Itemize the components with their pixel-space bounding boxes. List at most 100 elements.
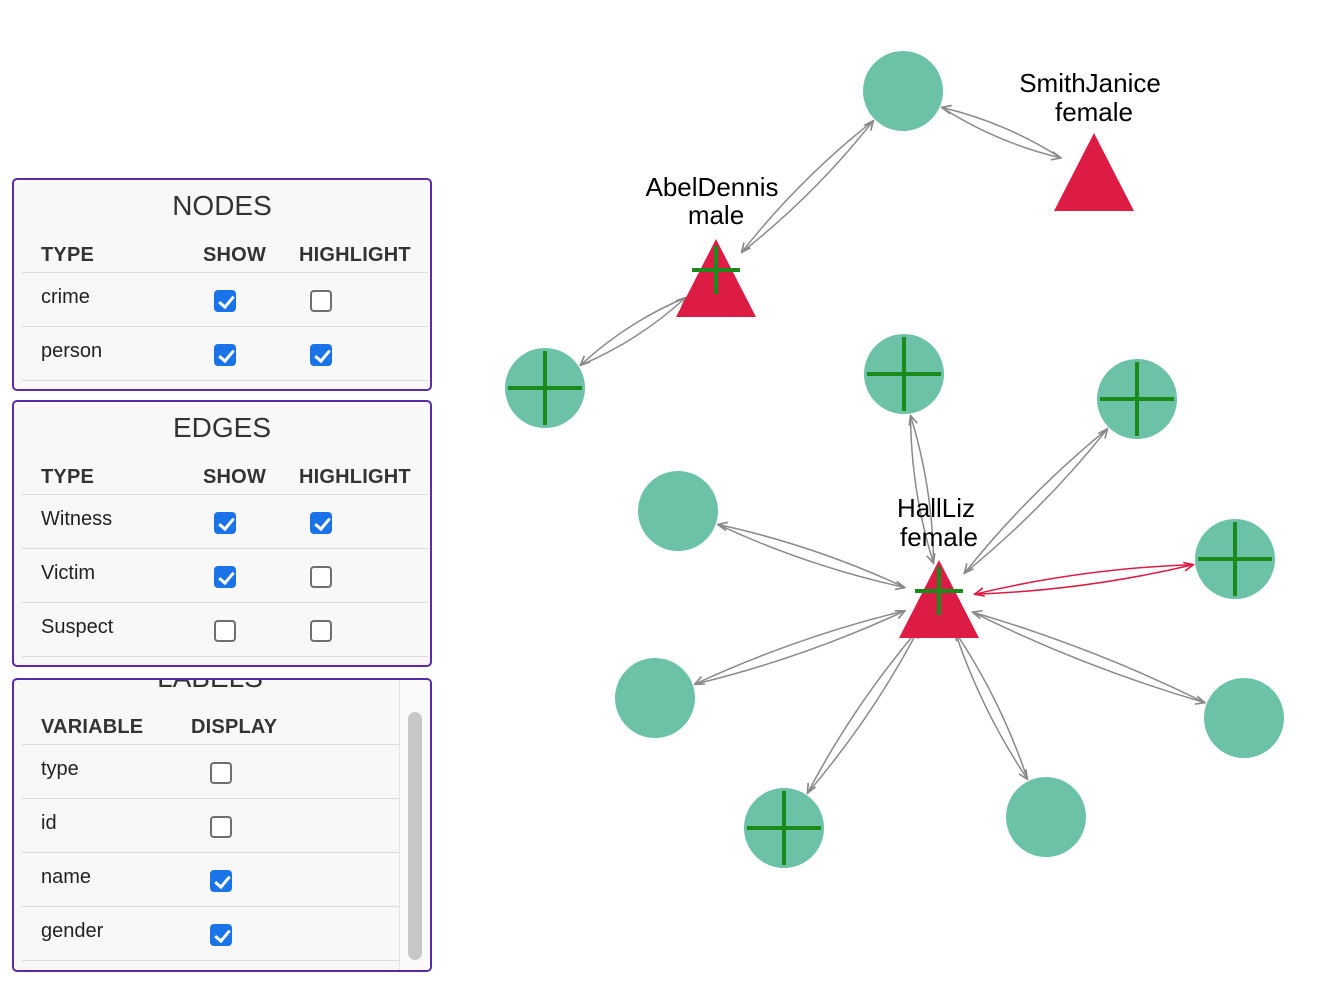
crime-node[interactable] [1097,359,1177,439]
label-variable-name: type [41,758,79,780]
display-checkbox-name[interactable] [210,870,232,892]
crime-node[interactable] [1195,519,1275,599]
show-checkbox-victim[interactable] [214,566,236,588]
crime-node[interactable] [864,334,944,414]
edge[interactable] [717,523,905,587]
highlight-checkbox-victim[interactable] [310,566,332,588]
labels-scrollbar-thumb[interactable] [408,712,422,960]
nodes-table: TYPE SHOW HIGHLIGHT crime person [22,232,428,381]
edge[interactable] [909,415,934,564]
edge[interactable] [964,428,1108,574]
edge[interactable] [580,296,686,366]
label-variable-name: id [41,812,57,834]
label-row-gender: gender [22,907,400,961]
edges-table-header: TYPE SHOW HIGHLIGHT [22,454,428,495]
crime-node[interactable] [1006,777,1086,857]
edge[interactable] [694,611,905,685]
col-display-header: DISPLAY [191,716,278,738]
edge[interactable] [963,429,1107,574]
edge[interactable] [695,610,906,684]
col-variable-header: VARIABLE [41,716,144,738]
edge[interactable] [742,120,874,253]
edges-table: TYPE SHOW HIGHLIGHT Witness Victim Suspe… [22,454,428,657]
person-node[interactable] [676,239,756,317]
crime-node[interactable] [744,788,824,868]
label-row-name: name [22,853,400,907]
label-row-id: id [22,799,400,853]
col-show-header: SHOW [203,244,267,266]
highlight-checkbox-witness[interactable] [310,512,332,534]
highlight-plus-icon [508,351,582,425]
display-checkbox-gender[interactable] [210,924,232,946]
show-checkbox-suspect[interactable] [214,620,236,642]
display-checkbox-type[interactable] [210,762,232,784]
crime-node[interactable] [505,348,585,428]
label-row-type: type [22,745,400,799]
col-type-header: TYPE [41,466,95,488]
edge-highlighted[interactable] [974,565,1194,595]
highlight-plus-icon [1198,522,1272,596]
edge[interactable] [941,106,1061,157]
col-type-header: TYPE [41,244,95,266]
labels-table: VARIABLE DISPLAY type id name gender [22,704,400,961]
nodes-layer [505,51,1284,868]
highlight-plus-icon [867,337,941,411]
edge[interactable] [806,629,919,794]
show-checkbox-person[interactable] [214,344,236,366]
show-checkbox-witness[interactable] [214,512,236,534]
edge-type-label: Victim [41,562,96,584]
edge-type-label: Witness [41,508,113,530]
node-type-label: crime [41,286,90,308]
highlight-checkbox-suspect[interactable] [310,620,332,642]
highlight-checkbox-crime[interactable] [310,290,332,312]
edge[interactable] [955,631,1029,780]
crime-node[interactable] [615,658,695,738]
label-variable-name: gender [41,920,104,942]
col-show-header: SHOW [203,466,267,488]
labels-panel[interactable]: LABELS VARIABLE DISPLAY type id name gen… [12,678,432,972]
edges-panel-title: EDGES [172,412,272,443]
crime-node[interactable] [863,51,943,131]
node-type-label: person [41,340,103,362]
edges-panel: EDGES TYPE SHOW HIGHLIGHT Witness Victim… [12,400,432,667]
edge[interactable] [741,121,874,254]
edge[interactable] [954,631,1028,779]
nodes-panel: NODES TYPE SHOW HIGHLIGHT crime person [12,178,432,391]
labels-scroll-track[interactable] [399,680,430,970]
edge-type-row-victim: Victim [22,549,428,603]
show-checkbox-crime[interactable] [214,290,236,312]
edge[interactable] [972,611,1205,703]
crime-node[interactable] [1204,678,1284,758]
edge[interactable] [973,612,1206,704]
node-label-gender: female [900,522,978,552]
edge[interactable] [911,416,935,564]
highlight-plus-icon [1100,362,1174,436]
label-variable-name: name [41,866,92,888]
highlight-plus-icon [692,246,740,294]
highlight-checkbox-person[interactable] [310,344,332,366]
node-label-name: AbelDennis [646,172,779,202]
person-node[interactable] [1054,133,1134,211]
highlight-plus-icon [747,791,821,865]
edge-type-label: Suspect [41,616,114,638]
node-label-gender: female [1055,97,1133,127]
edge[interactable] [808,628,920,793]
edge[interactable] [718,524,906,589]
edge-highlighted[interactable] [975,563,1194,595]
crime-node[interactable] [638,471,718,551]
edge[interactable] [942,107,1062,159]
node-label-gender: male [688,200,744,230]
node-type-row-crime: crime [22,273,428,327]
edge[interactable] [580,298,685,366]
edges-layer [580,107,1205,793]
nodes-table-header: TYPE SHOW HIGHLIGHT [22,232,428,273]
node-label-name: HallLiz [897,493,975,523]
person-node[interactable] [899,560,979,638]
edge-type-row-witness: Witness [22,495,428,549]
col-highlight-header: HIGHLIGHT [299,244,411,266]
display-checkbox-id[interactable] [210,816,232,838]
node-type-row-person: person [22,327,428,381]
labels-panel-title: LABELS [14,680,406,694]
node-label-name: SmithJanice [1019,68,1161,98]
